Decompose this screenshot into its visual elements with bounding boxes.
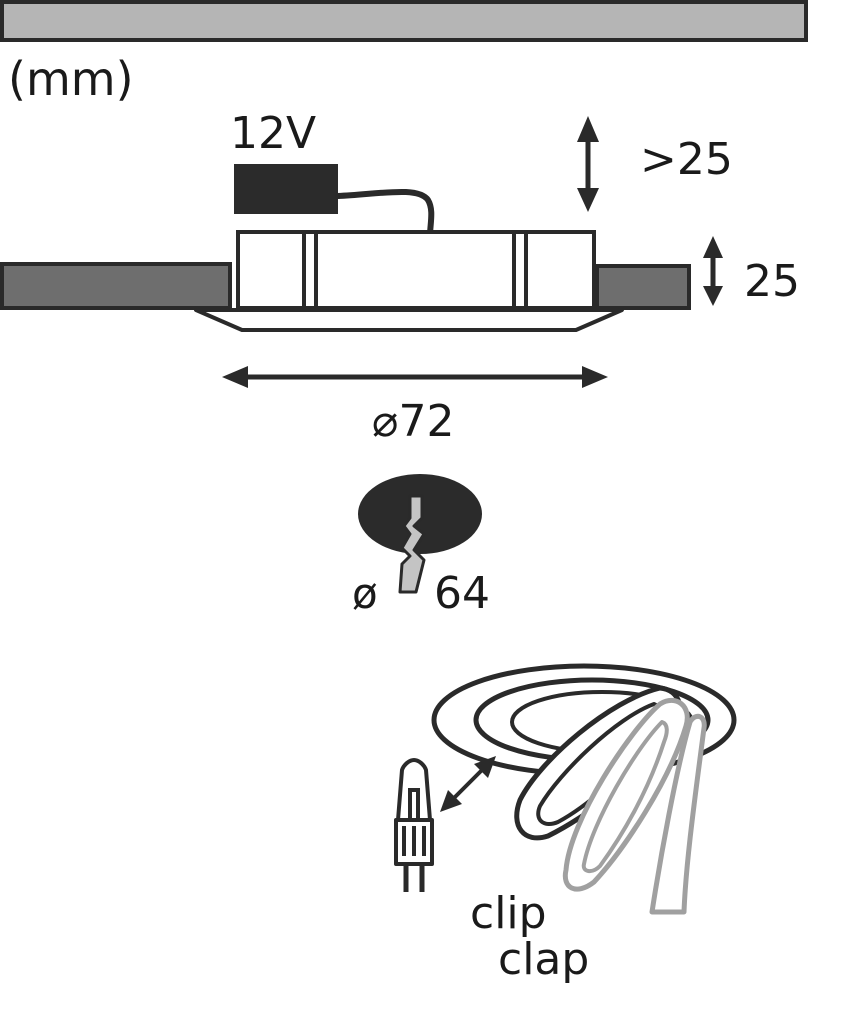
diameter-label: ⌀72	[372, 396, 454, 447]
halogen-bulb-icon	[394, 758, 434, 892]
transformer-box	[234, 164, 338, 214]
clip-band-grey	[562, 697, 690, 892]
cutout-symbol-label: ø	[352, 569, 378, 618]
voltage-label: 12V	[230, 108, 316, 159]
height-arrow	[703, 236, 723, 306]
diameter-arrow	[222, 366, 608, 388]
transformer-cable	[335, 188, 435, 239]
luminaire-body	[236, 230, 596, 310]
drill-bit-icon	[398, 494, 426, 594]
ceiling-panel-right	[595, 264, 691, 310]
ceiling-bar	[0, 0, 808, 42]
unit-label: (mm)	[8, 52, 134, 106]
clip-band-grey-inner	[581, 720, 669, 873]
clip-ring-illustration	[431, 663, 737, 915]
luminaire-bezel	[194, 308, 624, 332]
clip-label-1: clip	[470, 888, 547, 939]
insert-arrow	[440, 756, 496, 812]
clearance-arrow	[577, 116, 599, 212]
clip-label-2: clap	[498, 934, 589, 985]
ceiling-panel-left	[0, 262, 232, 310]
height-label: 25	[744, 256, 800, 307]
clearance-label: >25	[640, 134, 733, 185]
clip-spring	[649, 713, 707, 915]
cutout-value-label: 64	[434, 568, 490, 619]
